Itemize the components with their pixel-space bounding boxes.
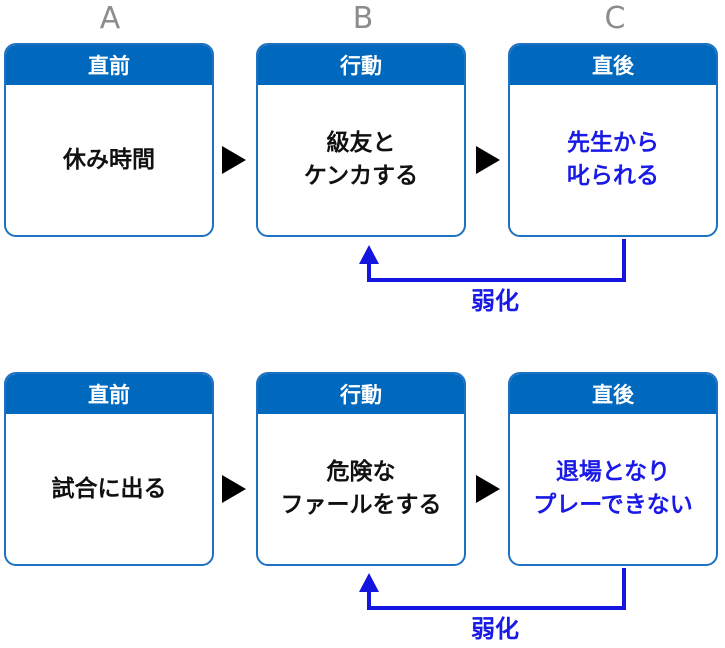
card-header: 直後	[510, 374, 716, 414]
card-text-line: 危険な	[326, 459, 396, 485]
card-body: 退場となり プレーできない	[510, 414, 716, 564]
card-text-line: 級友と	[326, 130, 396, 156]
card-body: 休み時間	[6, 85, 212, 235]
behavior-card-1: 行動 級友と ケンカする	[256, 43, 466, 237]
consequence-card-2: 直後 退場となり プレーできない	[508, 372, 718, 566]
column-label-b: B	[352, 1, 374, 36]
arrow-right-icon	[476, 146, 500, 174]
card-header: 直後	[510, 45, 716, 85]
card-text-line: 休み時間	[63, 146, 155, 173]
card-header: 直前	[6, 374, 212, 414]
card-text-line: 試合に出る	[51, 475, 167, 502]
card-header: 行動	[258, 45, 464, 85]
arrow-up-icon	[359, 573, 379, 592]
column-label-c: C	[604, 1, 626, 36]
antecedent-card-2: 直前 試合に出る	[4, 372, 214, 566]
card-text-line: 先生から	[567, 130, 659, 156]
card-text-line: 叱られる	[567, 163, 659, 189]
feedback-label-2: 弱化	[471, 615, 519, 643]
card-body: 先生から 叱られる	[510, 85, 716, 235]
arrow-right-icon	[222, 475, 246, 503]
card-body: 級友と ケンカする	[258, 85, 464, 235]
card-body: 試合に出る	[6, 414, 212, 564]
card-text-line: ケンカする	[303, 163, 419, 189]
card-text-line: プレーできない	[533, 492, 693, 518]
card-header: 行動	[258, 374, 464, 414]
column-label-a: A	[99, 1, 121, 36]
arrow-right-icon	[476, 475, 500, 503]
card-body: 危険な ファールをする	[258, 414, 464, 564]
card-text-line: ファールをする	[280, 492, 442, 518]
consequence-card-1: 直後 先生から 叱られる	[508, 43, 718, 237]
behavior-card-2: 行動 危険な ファールをする	[256, 372, 466, 566]
arrow-right-icon	[222, 146, 246, 174]
card-header: 直前	[6, 45, 212, 85]
card-text-line: 退場となり	[555, 459, 671, 485]
arrow-up-icon	[359, 245, 379, 264]
feedback-label-1: 弱化	[471, 287, 519, 315]
antecedent-card-1: 直前 休み時間	[4, 43, 214, 237]
